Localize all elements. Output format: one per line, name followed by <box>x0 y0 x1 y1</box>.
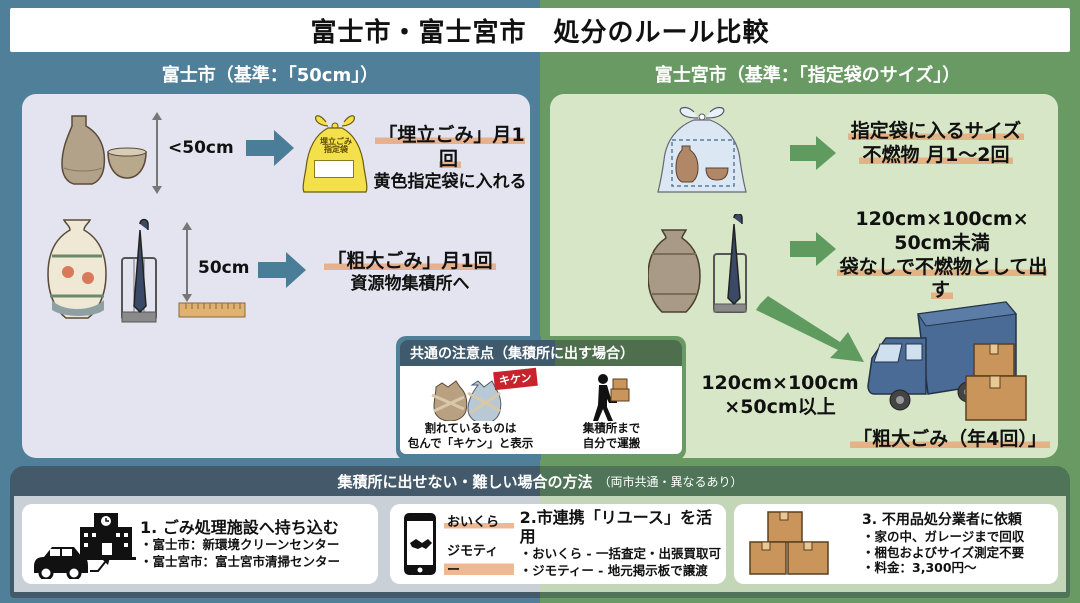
method1-line1: ・富士市：新環境クリーンセンター <box>140 536 340 552</box>
reuse-tag-oikura: おいくら <box>444 510 514 530</box>
method1-line2: ・富士宮市：富士宮市清掃センター <box>140 553 341 569</box>
fujinomiya-measure-line2: ×50cm以上 <box>724 395 836 418</box>
fuji-rule-landfill: 「埋立ごみ」月1回 黄色指定袋に入れる <box>372 124 528 193</box>
fuji-rule-oversize-sub: 資源物集積所へ <box>350 273 470 294</box>
method1-title: 1. ごみ処理施設へ持ち込む <box>140 517 339 537</box>
ruler-icon <box>178 302 246 318</box>
fuji-measure-small: <50cm <box>168 138 234 158</box>
note-self-carry: 集積所まで 自分で運搬 <box>541 366 682 454</box>
cardboard-boxes-icon <box>749 511 829 575</box>
method3-title: 3. 不用品処分業者に依頼 <box>862 512 1022 529</box>
common-notes-box: 共通の注意点（集積所に出す場合） キケン 割れているものは 包んで「キケン」と表… <box>396 336 686 460</box>
method2-line2: ・ジモティー - 地元掲示板で譲渡 <box>519 563 708 579</box>
note1-line1: 割れているものは <box>424 421 517 436</box>
vase-umbrella-stand-icon-2 <box>648 214 747 313</box>
height-arrow-icon-2 <box>182 222 192 302</box>
person-carrying-box-icon <box>592 374 629 422</box>
fujinomiya-rule-no-bag-line1: 120cm×100cm× <box>855 208 1029 230</box>
fuji-rule-landfill-sub: 黄色指定袋に入れる <box>373 171 527 192</box>
car-facility-icon <box>34 513 136 579</box>
arrow-right-icon-3 <box>790 136 836 170</box>
fuji-rule-oversize: 「粗大ごみ」月1回 資源物集積所へ <box>310 250 510 295</box>
fuji-heading: 富士市（基準：「50cm」） <box>161 65 379 86</box>
fujinomiya-rule-no-bag-line3: 袋なしで不燃物として出す <box>836 255 1048 302</box>
fuji-rule-oversize-main: 「粗大ごみ」月1回 <box>324 250 496 272</box>
fujinomiya-heading: 富士宮市（基準：「指定袋のサイズ」） <box>654 65 961 86</box>
clear-bag-with-pottery-icon <box>657 106 747 193</box>
wrapped-broken-pots-icon <box>430 380 501 422</box>
truck-with-boxes-icon <box>867 301 1027 421</box>
method2-title: 2.市連携「リユース」を活用 <box>519 507 712 547</box>
height-arrow-icon <box>152 112 162 194</box>
arrow-right-icon-2 <box>258 252 306 288</box>
methods-body: 1. ごみ処理施設へ持ち込む ・富士市：新環境クリーンセンター ・富士宮市：富士… <box>14 496 1066 592</box>
note-wrap-broken: キケン 割れているものは 包んで「キケン」と表示 <box>400 366 541 454</box>
smartphone-handshake-icon <box>404 513 436 575</box>
method-card-facility: 1. ごみ処理施設へ持ち込む ・富士市：新環境クリーンセンター ・富士宮市：富士… <box>22 504 378 584</box>
fujinomiya-rule-bag-line1: 指定袋に入るサイズ <box>847 120 1025 142</box>
method-card-reuse: おいくら ジモティー 2.市連携「リユース」を活用 ・おいくら - 一括査定・出… <box>390 504 726 584</box>
page-title: 富士市・富士宮市 処分のルール比較 <box>10 8 1070 52</box>
bag-label-line1: 埋立ごみ <box>320 137 352 146</box>
note1-line2: 包んで「キケン」と表示 <box>407 435 534 450</box>
common-notes-heading: 共通の注意点（集積所に出す場合） <box>400 340 682 366</box>
method2-line1: ・おいくら - 一括査定・出張買取可 <box>519 546 721 562</box>
arrow-right-icon-4 <box>790 232 836 266</box>
note2-line2: 自分で運搬 <box>582 435 641 450</box>
method3-line2: ・梱包およびサイズ測定不要 <box>862 544 1025 560</box>
method-card-disposal-service: 3. 不用品処分業者に依頼 ・家の中、ガレージまで回収 ・梱包およびサイズ測定不… <box>734 504 1058 584</box>
fuji-rule-landfill-main: 「埋立ごみ」月1回 <box>375 124 525 170</box>
fujinomiya-rule-no-bag-line2: 50cm未満 <box>894 231 990 254</box>
alternative-methods-section: 集積所に出せない・難しい場合の方法 （両市共通・異なるあり） 1. <box>10 466 1070 598</box>
methods-heading: 集積所に出せない・難しい場合の方法 <box>337 472 593 491</box>
reuse-tag-jimoty: ジモティー <box>444 539 514 578</box>
fujinomiya-rule-bag-line2: 不燃物 月1〜2回 <box>859 143 1013 166</box>
fujinomiya-measure-large: 120cm×100cm ×50cm以上 <box>700 372 860 420</box>
fujinomiya-rule-oversize: 「粗大ごみ（年4回）」 <box>850 428 1050 452</box>
fujinomiya-measure-line1: 120cm×100cm <box>701 372 859 394</box>
vase-umbrella-stand-icon <box>47 218 157 323</box>
method3-line3: ・料金：3,300円〜 <box>862 560 977 576</box>
fujinomiya-rule-no-bag: 120cm×100cm× 50cm未満 袋なしで不燃物として出す <box>832 208 1052 303</box>
method3-line1: ・家の中、ガレージまで回収 <box>862 528 1025 544</box>
sake-bottle-cup-icon <box>61 115 147 185</box>
bag-label-box <box>314 160 354 178</box>
fuji-measure-large: 50cm <box>198 258 250 278</box>
bag-label-line2: 指定袋 <box>324 145 348 155</box>
danger-tag: キケン <box>493 367 538 391</box>
arrow-diagonal-icon <box>756 296 864 362</box>
note2-line1: 集積所まで <box>582 421 641 436</box>
fujinomiya-rule-oversize-text: 「粗大ごみ（年4回）」 <box>850 428 1050 450</box>
fujinomiya-rule-bag: 指定袋に入るサイズ 不燃物 月1〜2回 <box>836 120 1036 168</box>
methods-heading-note: （両市共通・異なるあり） <box>598 474 743 489</box>
arrow-right-icon <box>246 130 294 166</box>
methods-heading-row: 集積所に出せない・難しい場合の方法 （両市共通・異なるあり） <box>10 466 1070 496</box>
